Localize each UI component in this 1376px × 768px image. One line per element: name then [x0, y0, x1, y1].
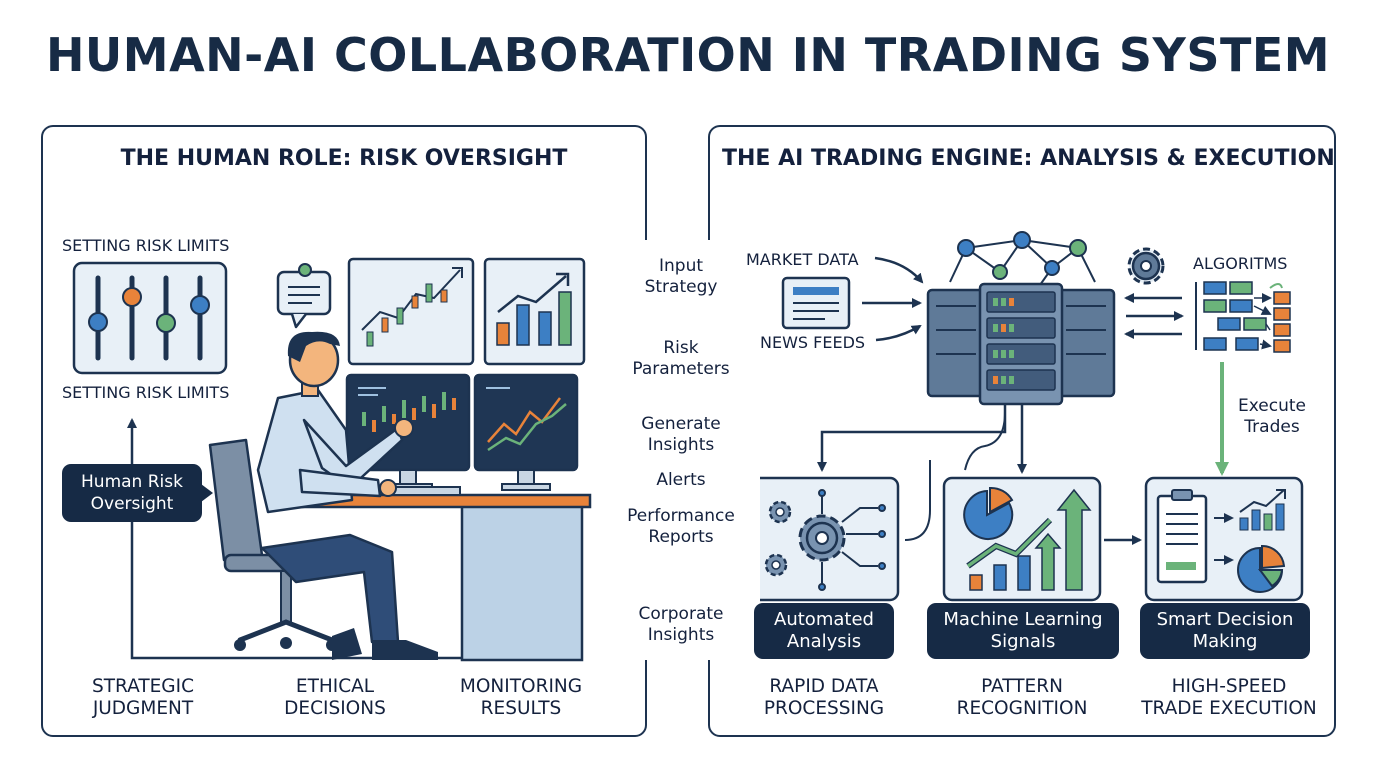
algorithms-label: ALGORITMS: [1193, 254, 1288, 273]
news-feeds-label: NEWS FEEDS: [760, 333, 866, 352]
automated-analysis-label: Automated Analysis: [754, 603, 894, 659]
neural-network-icon: [949, 231, 1096, 286]
trader-person: [256, 331, 438, 660]
human-role-panel: [41, 125, 647, 737]
caption-pattern-recognition: PATTERN RECOGNITION: [956, 676, 1088, 719]
chat-bubble-icon: [276, 263, 332, 329]
smart-decision-card: [1144, 476, 1304, 602]
smart-decision-label: Smart Decision Making: [1140, 603, 1310, 659]
flow-alerts: Alerts: [640, 470, 722, 491]
risk-limits-label-top: SETTING RISK LIMITS: [62, 236, 230, 255]
candlestick-chart-icon: [347, 257, 475, 366]
human-risk-oversight-badge: Human Risk Oversight: [62, 464, 202, 522]
ml-signals-label: Machine Learning Signals: [927, 603, 1119, 659]
gear-icon: [1127, 247, 1165, 285]
caption-strategic-judgment: STRATEGIC JUDGMENT: [91, 676, 195, 719]
caption-high-speed-trade-execution: HIGH-SPEED TRADE EXECUTION: [1141, 676, 1317, 719]
algorithm-flowchart-icon: [1195, 281, 1291, 353]
caption-rapid-data-processing: RAPID DATA PROCESSING: [763, 676, 885, 719]
ai-panel-heading: THE AI TRADING ENGINE: ANALYSIS & EXECUT…: [722, 146, 1335, 171]
page-title: HUMAN-AI COLLABORATION IN TRADING SYSTEM: [45, 28, 1331, 82]
automated-analysis-card: [742, 476, 900, 602]
caption-ethical-decisions: ETHICAL DECISIONS: [284, 676, 386, 719]
risk-limits-label-bottom: SETTING RISK LIMITS: [62, 383, 230, 402]
newspaper-icon: [781, 276, 851, 330]
execute-trades-label: Execute Trades: [1226, 396, 1318, 438]
flow-input-strategy: Input Strategy: [630, 256, 732, 298]
flow-risk-parameters: Risk Parameters: [620, 338, 742, 380]
human-panel-heading: THE HUMAN ROLE: RISK OVERSIGHT: [120, 146, 568, 171]
badge-pointer: [201, 484, 213, 502]
flow-performance-reports: Performance Reports: [612, 506, 750, 548]
bar-chart-icon: [483, 257, 586, 366]
ml-signals-card: [942, 476, 1102, 602]
flow-generate-insights: Generate Insights: [624, 414, 738, 456]
server-rack-icon: [926, 282, 1116, 406]
flow-corporate-insights: Corporate Insights: [620, 604, 742, 646]
caption-monitoring-results: MONITORING RESULTS: [459, 676, 583, 719]
market-data-label: MARKET DATA: [746, 250, 859, 269]
risk-sliders-icon: [72, 261, 228, 375]
